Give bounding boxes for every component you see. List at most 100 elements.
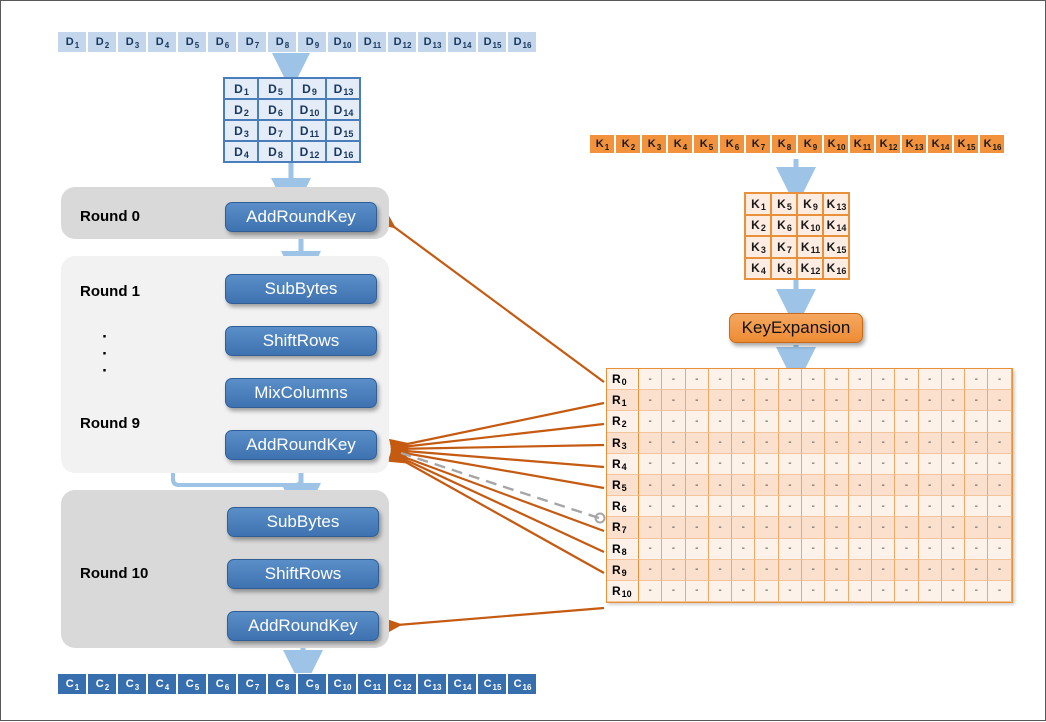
round-key-cell-8-2: - (685, 538, 709, 560)
round-key-cell-7-9: - (848, 517, 872, 539)
round-key-cell-10-6: - (778, 580, 803, 603)
round-key-cell-4-9: - (848, 453, 872, 475)
round-key-cell-1-6: - (778, 390, 803, 412)
round-key-cell-2-5: - (755, 411, 779, 433)
round-1-9-mixcolumns[interactable]: MixColumns (225, 378, 377, 408)
round-key-cell-4-10: - (871, 453, 896, 475)
round-key-cell-5-12: - (918, 474, 942, 497)
round-key-cell-7-15: - (988, 517, 1012, 539)
keyexpansion-box[interactable]: KeyExpansion (729, 313, 863, 343)
round-key-cell-7-11: - (895, 517, 919, 539)
round-key-cell-2-0: - (639, 411, 663, 433)
round-key-cell-7-13: - (941, 517, 966, 539)
round-key-cell-8-3: - (708, 538, 733, 560)
round-key-cell-3-9: - (848, 432, 872, 454)
round-key-cell-6-9: - (848, 496, 872, 518)
round-key-cell-3-14: - (965, 432, 989, 454)
round-key-cell-4-15: - (988, 453, 1012, 475)
round-key-cell-7-14: - (965, 517, 989, 539)
round-key-cell-5-15: - (988, 474, 1012, 497)
round-key-cell-8-5: - (755, 538, 779, 560)
round-1-9-addroundkey[interactable]: AddRoundKey (225, 430, 377, 460)
round-key-cell-9-15: - (988, 559, 1012, 581)
round-0-label: Round 0 (80, 208, 140, 225)
round-key-cell-1-1: - (662, 390, 686, 412)
round-key-cell-6-14: - (965, 496, 989, 518)
dashed-connector (400, 451, 606, 524)
round-key-cell-10-13: - (941, 580, 966, 603)
round-10-label: Round 10 (80, 565, 149, 582)
round-key-cell-0-2: - (685, 369, 709, 391)
round-key-cell-9-1: - (662, 559, 686, 581)
round-key-cell-4-12: - (918, 453, 942, 475)
round-key-cell-10-10: - (871, 580, 896, 603)
round-1-9-shiftrows[interactable]: ShiftRows (225, 326, 377, 356)
round-key-cell-8-14: - (965, 538, 989, 560)
round-key-cell-1-2: - (685, 390, 709, 412)
round-key-cell-9-7: - (802, 559, 826, 581)
round-key-cell-4-2: - (685, 453, 709, 475)
round-key-cell-0-15: - (988, 369, 1012, 391)
rounds-ellipsis: · · · (96, 328, 114, 379)
round-key-cell-5-1: - (662, 474, 686, 497)
round-key-cell-5-11: - (895, 474, 919, 497)
round-key-cell-6-15: - (988, 496, 1012, 518)
round-key-cell-3-1: - (662, 432, 686, 454)
round-1-9-subbytes[interactable]: SubBytes (225, 274, 377, 304)
round-key-cell-10-8: - (825, 580, 849, 603)
round-10-shiftrows[interactable]: ShiftRows (227, 559, 379, 589)
round-key-cell-6-8: - (825, 496, 849, 518)
round-key-cell-2-11: - (895, 411, 919, 433)
round-key-cell-4-14: - (965, 453, 989, 475)
round-key-cell-2-14: - (965, 411, 989, 433)
round-key-cell-3-3: - (708, 432, 733, 454)
round-key-cell-5-0: - (639, 474, 663, 497)
round-key-cell-1-8: - (825, 390, 849, 412)
round-key-cell-10-1: - (662, 580, 686, 603)
round-key-cell-8-7: - (802, 538, 826, 560)
round-key-cell-6-6: - (778, 496, 803, 518)
round-key-cell-1-12: - (918, 390, 942, 412)
ellipsis-dot-1: · (102, 327, 108, 346)
round-key-cell-8-11: - (895, 538, 919, 560)
round-10-subbytes[interactable]: SubBytes (227, 507, 379, 537)
round-10-addroundkey[interactable]: AddRoundKey (227, 611, 379, 641)
round-0-addroundkey[interactable]: AddRoundKey (225, 202, 377, 232)
